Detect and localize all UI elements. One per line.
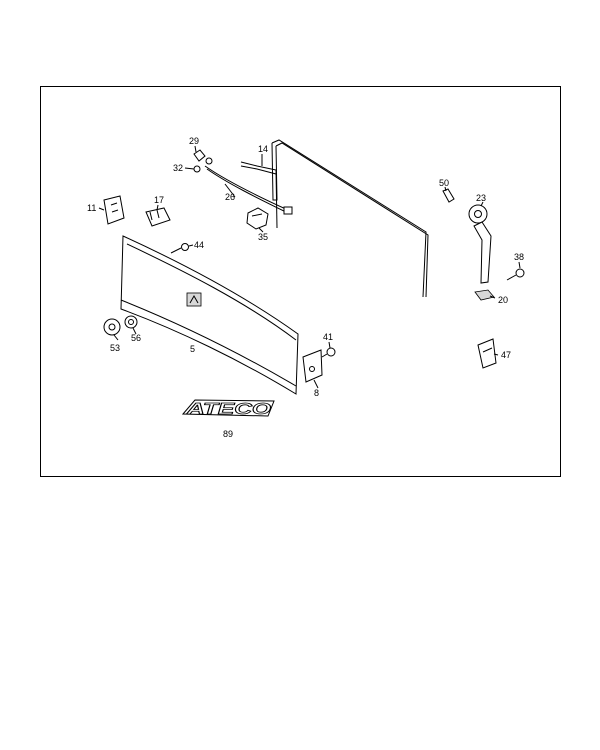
- holder-17-part: [145, 207, 171, 227]
- callout-32: 32: [173, 163, 183, 173]
- callout-89: 89: [223, 429, 233, 439]
- emblem-89-part: ATECO: [181, 399, 275, 418]
- emblem-text: ATECO: [185, 401, 271, 418]
- callout-47: 47: [501, 350, 511, 360]
- callout-20: 20: [498, 295, 508, 305]
- callout-56: 56: [131, 333, 141, 343]
- rear-panel-part: [120, 235, 299, 395]
- callout-14: 14: [258, 144, 268, 154]
- bracket-arm-23-part: [468, 204, 492, 284]
- callout-53: 53: [110, 343, 120, 353]
- callout-5: 5: [190, 344, 195, 354]
- callout-26: 26: [225, 192, 235, 202]
- callout-labels: 29 32 14 26 35 11 17 44 50 23 38 20 53 5…: [87, 136, 524, 439]
- callout-23: 23: [476, 193, 486, 203]
- clip-47-part: [477, 338, 497, 369]
- callout-38: 38: [514, 252, 524, 262]
- screw-41-part: [321, 347, 336, 358]
- washer-53-part: [103, 318, 121, 336]
- screw-38-part: [506, 268, 525, 281]
- callout-44: 44: [194, 240, 204, 250]
- callout-41: 41: [323, 332, 333, 342]
- bulb-part: [193, 149, 213, 173]
- hinge-8-part: [302, 349, 323, 383]
- callout-8: 8: [314, 388, 319, 398]
- bracket-11-part: [103, 195, 125, 225]
- callout-50: 50: [439, 178, 449, 188]
- callout-11: 11: [87, 203, 96, 213]
- block-20-part: [474, 289, 495, 301]
- nut-56-part: [124, 315, 138, 329]
- screw-44-part: [170, 243, 189, 254]
- callout-17: 17: [154, 195, 164, 205]
- bolt-50-part: [442, 188, 455, 203]
- rod-part: [271, 139, 429, 298]
- callout-29: 29: [189, 136, 199, 146]
- callout-35: 35: [258, 232, 268, 242]
- socket-part: [246, 207, 269, 230]
- leader-lines: [98, 145, 521, 389]
